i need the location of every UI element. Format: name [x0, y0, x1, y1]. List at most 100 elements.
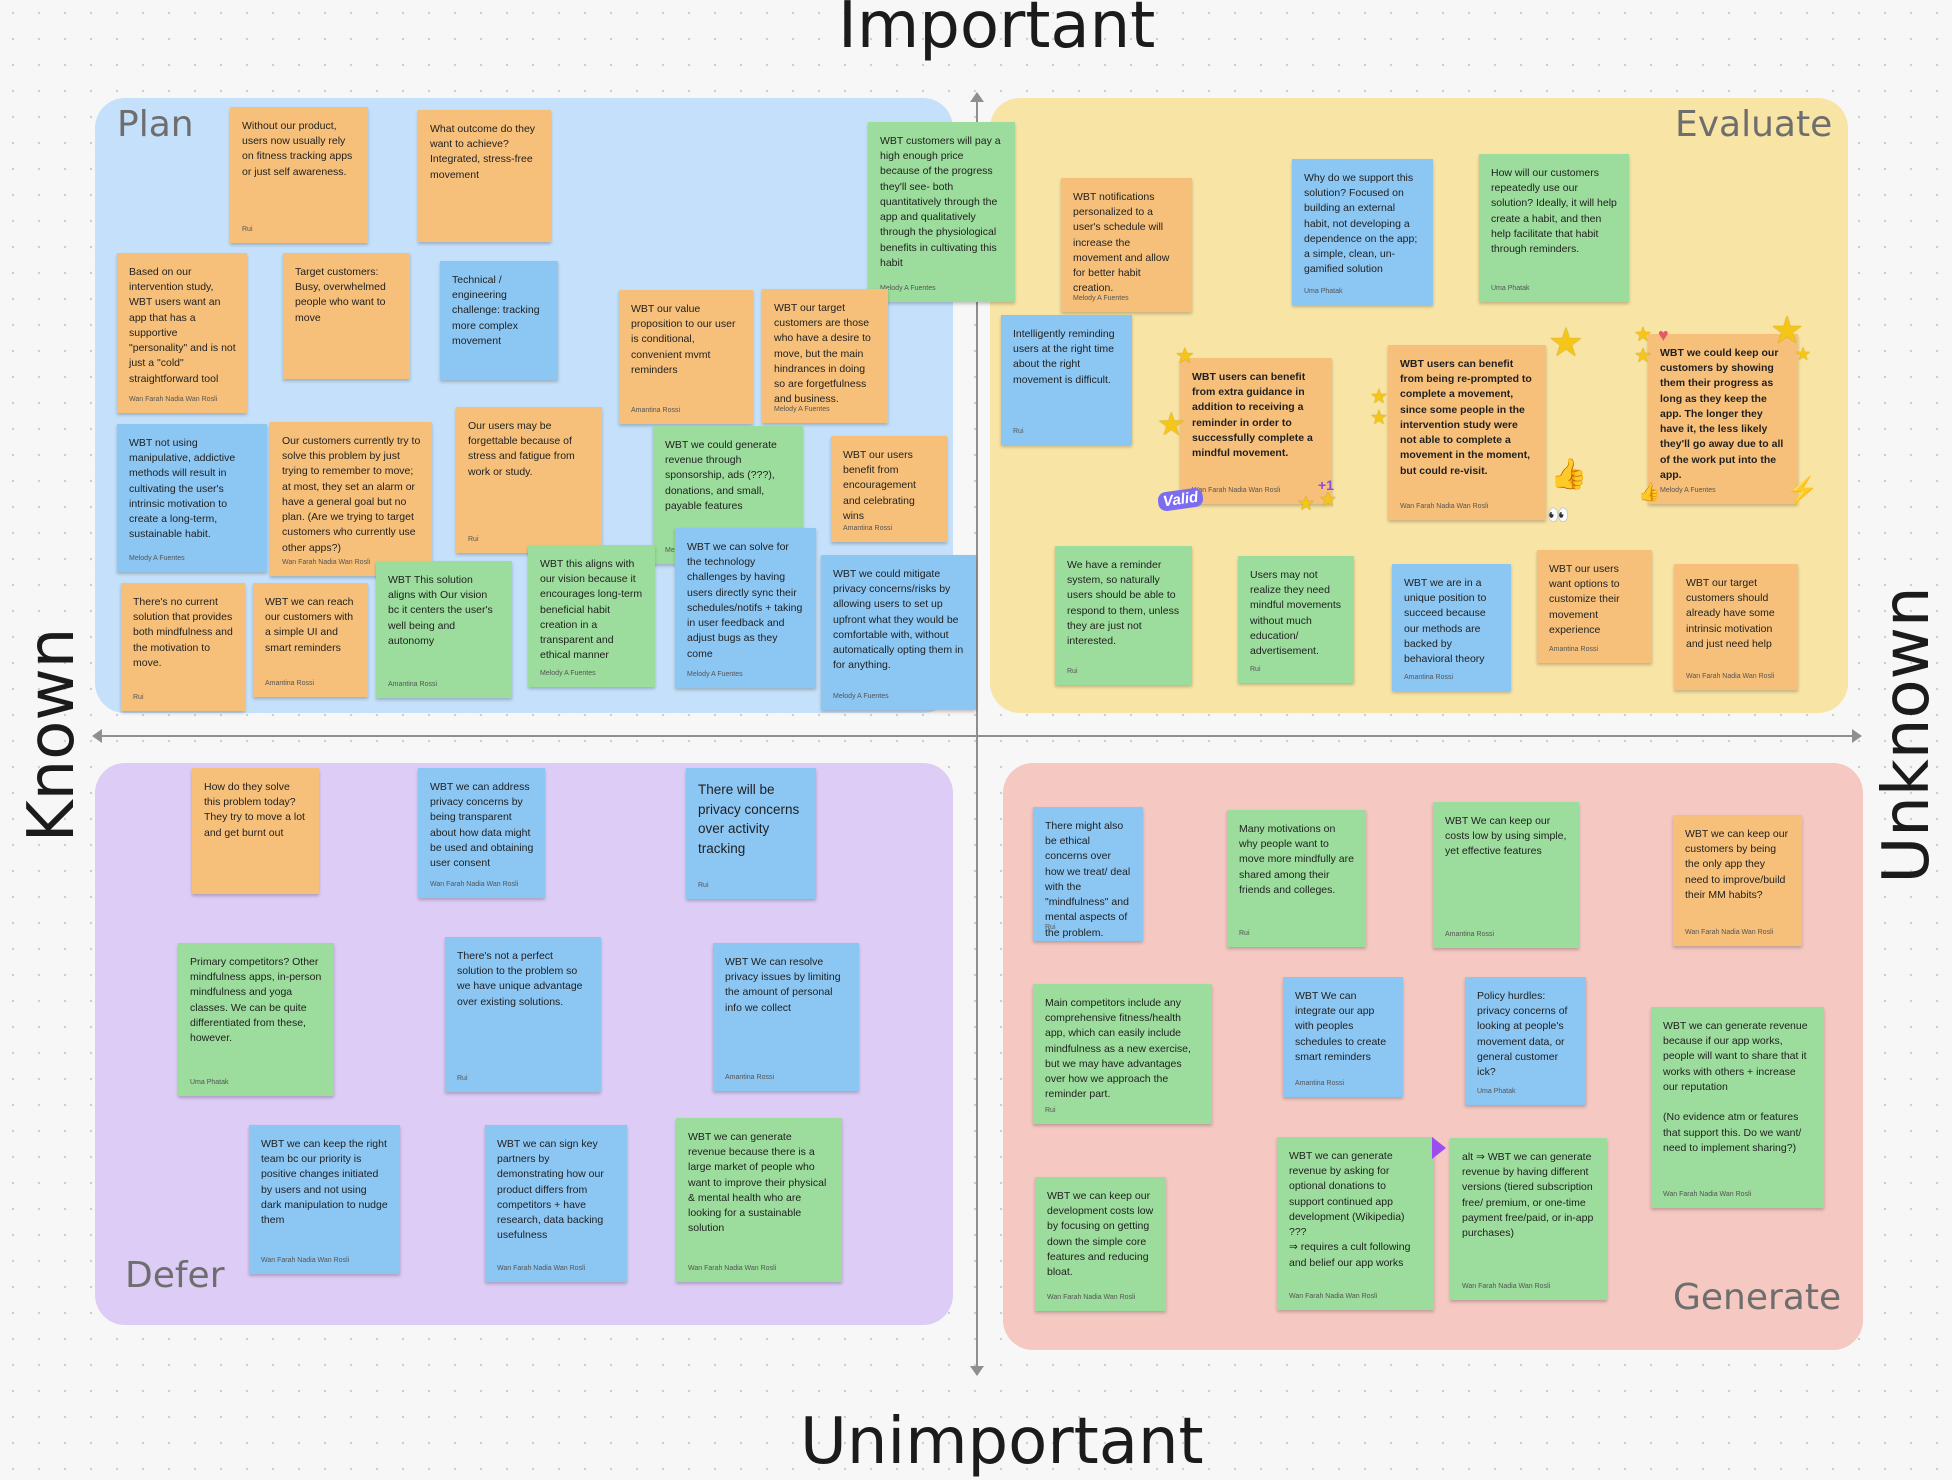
sticky-text: WBT we can reach our customers with a si…: [265, 596, 354, 654]
sticky-text: Why do we support this solution? Focused…: [1304, 172, 1418, 276]
star-sticker-icon[interactable]: ★: [1795, 344, 1812, 364]
sticky-text: WBT we can sign key partners by demonstr…: [497, 1138, 604, 1242]
section-label-generate[interactable]: Generate: [1673, 1277, 1842, 1318]
sticky-text: WBT not using manipulative, addictive me…: [129, 437, 236, 541]
star-sticker-icon[interactable]: ★: [1548, 321, 1584, 365]
sticky-note[interactable]: Users may not realize they need mindful …: [1238, 556, 1354, 683]
axis-label-unknown[interactable]: Unknown: [1870, 586, 1944, 884]
sticky-note[interactable]: We have a reminder system, so naturally …: [1055, 546, 1192, 685]
sticky-note[interactable]: WBT we can keep the right team bc our pr…: [249, 1125, 400, 1274]
sticky-note[interactable]: WBT we are in a unique position to succe…: [1392, 564, 1511, 691]
sticky-note[interactable]: WBT we can keep our customers by being t…: [1673, 815, 1802, 946]
sticky-note[interactable]: There might also be ethical concerns ove…: [1033, 807, 1143, 941]
sticky-note[interactable]: WBT we can keep our development costs lo…: [1035, 1177, 1166, 1311]
sticky-text: WBT users can benefit from extra guidanc…: [1192, 371, 1313, 460]
star-sticker-icon[interactable]: ★: [1634, 324, 1652, 346]
sticky-author: Amantina Rossi: [265, 679, 315, 687]
sticky-note[interactable]: WBT users can benefit from being re-prom…: [1388, 345, 1546, 520]
sticky-text: WBT We can keep our costs low by using s…: [1445, 815, 1567, 858]
sticky-note[interactable]: Many motivations on why people want to m…: [1227, 810, 1366, 947]
sticky-note[interactable]: Based on our intervention study, WBT use…: [117, 253, 247, 413]
sticky-note[interactable]: Intelligently reminding users at the rig…: [1001, 315, 1132, 445]
sticky-note[interactable]: Without our product, users now usually r…: [230, 107, 368, 243]
sticky-note[interactable]: WBT we can generate revenue by asking fo…: [1277, 1137, 1434, 1310]
sticky-text: WBT This solution aligns with Our vision…: [388, 574, 493, 647]
sticky-author: Rui: [1045, 1106, 1056, 1114]
sticky-note[interactable]: WBT we can solve for the technology chal…: [675, 528, 816, 688]
lightning-icon[interactable]: ⚡: [1786, 475, 1819, 505]
sticky-note[interactable]: There's no current solution that provide…: [121, 583, 245, 711]
star-sticker-icon[interactable]: ★: [1634, 345, 1652, 367]
sticky-note[interactable]: How do they solve this problem today? Th…: [192, 768, 319, 894]
sticky-note[interactable]: Main competitors include any comprehensi…: [1033, 984, 1212, 1124]
sticky-author: Amantina Rossi: [388, 680, 438, 688]
sticky-note[interactable]: WBT we can reach our customers with a si…: [253, 583, 368, 697]
sticky-note[interactable]: WBT We can keep our costs low by using s…: [1433, 802, 1579, 948]
star-sticker-icon[interactable]: ★: [1370, 386, 1388, 408]
sticky-note[interactable]: Policy hurdles: privacy concerns of look…: [1465, 977, 1586, 1105]
sticky-text: alt ⇒ WBT we can generate revenue by hav…: [1462, 1151, 1594, 1240]
sticky-text: WBT our value proposition to our user is…: [631, 303, 736, 376]
sticky-note[interactable]: WBT we can address privacy concerns by b…: [418, 768, 545, 898]
sticky-note[interactable]: Our users may be forgettable because of …: [456, 407, 602, 553]
heart-icon[interactable]: ♥: [1658, 325, 1669, 345]
sticky-text: Intelligently reminding users at the rig…: [1013, 328, 1115, 386]
sticky-note[interactable]: WBT customers will pay a high enough pri…: [868, 122, 1015, 302]
sticky-note[interactable]: How will our customers repeatedly use ou…: [1479, 154, 1629, 302]
sticky-note[interactable]: There will be privacy concerns over acti…: [686, 768, 816, 899]
sticky-text: WBT we can generate revenue by asking fo…: [1289, 1150, 1411, 1269]
sticky-note[interactable]: Why do we support this solution? Focused…: [1292, 159, 1433, 305]
sticky-note[interactable]: alt ⇒ WBT we can generate revenue by hav…: [1450, 1138, 1607, 1300]
plus-one-badge[interactable]: +1: [1318, 477, 1334, 493]
sticky-note[interactable]: WBT our value proposition to our user is…: [619, 290, 753, 424]
sticky-note[interactable]: WBT our users benefit from encouragement…: [831, 436, 947, 542]
sticky-author: Rui: [133, 693, 144, 701]
thumbs-up-icon[interactable]: 👍: [1550, 458, 1588, 491]
sticky-text: Primary competitors? Other mindfulness a…: [190, 956, 322, 1045]
sticky-text: WBT we can solve for the technology chal…: [687, 541, 803, 660]
sticky-note[interactable]: There's not a perfect solution to the pr…: [445, 937, 601, 1092]
star-sticker-icon[interactable]: ★: [1157, 406, 1186, 442]
sticky-text: Our customers currently try to solve thi…: [282, 435, 421, 554]
sticky-note[interactable]: WBT This solution aligns with Our vision…: [376, 561, 512, 698]
sticky-note[interactable]: WBT users can benefit from extra guidanc…: [1180, 358, 1332, 504]
axis-label-unimportant[interactable]: Unimportant: [800, 1405, 1204, 1479]
sticky-note[interactable]: WBT we can sign key partners by demonstr…: [485, 1125, 627, 1282]
star-sticker-icon[interactable]: ★: [1297, 493, 1315, 515]
star-sticker-icon[interactable]: ★: [1370, 407, 1388, 429]
sticky-author: Wan Farah Nadia Wan Rosli: [1462, 1282, 1551, 1290]
section-label-plan[interactable]: Plan: [117, 104, 194, 145]
sticky-note[interactable]: Technical / engineering challenge: track…: [440, 261, 558, 380]
thumbs-up-icon[interactable]: 👍: [1638, 482, 1661, 502]
axis-label-known[interactable]: Known: [15, 627, 89, 843]
sticky-note[interactable]: WBT our users want options to customize …: [1537, 550, 1652, 663]
sticky-note[interactable]: WBT We can integrate our app with people…: [1283, 977, 1403, 1097]
sticky-note[interactable]: WBT we can generate revenue because if o…: [1651, 1007, 1824, 1208]
sticky-text: WBT We can integrate our app with people…: [1295, 990, 1387, 1063]
axis-label-important[interactable]: Important: [838, 0, 1156, 63]
sticky-note[interactable]: WBT We can resolve privacy issues by lim…: [713, 943, 859, 1091]
sticky-note[interactable]: WBT not using manipulative, addictive me…: [117, 424, 267, 572]
sticky-note[interactable]: WBT we can generate revenue because ther…: [676, 1118, 842, 1282]
sticky-note[interactable]: What outcome do they want to achieve? In…: [418, 110, 551, 242]
sticky-note[interactable]: WBT we could mitigate privacy concerns/r…: [821, 555, 976, 710]
sticky-note[interactable]: WBT this aligns with our vision because …: [528, 545, 655, 687]
section-label-evaluate[interactable]: Evaluate: [1675, 104, 1833, 145]
star-sticker-icon[interactable]: ★: [1319, 489, 1337, 511]
sticky-note[interactable]: WBT notifications personalized to a user…: [1061, 178, 1192, 312]
sticky-note[interactable]: Primary competitors? Other mindfulness a…: [178, 943, 334, 1096]
section-label-defer[interactable]: Defer: [125, 1255, 225, 1296]
sticky-text: How will our customers repeatedly use ou…: [1491, 167, 1617, 256]
sticky-text: WBT our target customers are those who h…: [774, 302, 871, 406]
sticky-note[interactable]: Our customers currently try to solve thi…: [270, 422, 432, 576]
star-sticker-icon[interactable]: ★: [1770, 310, 1805, 352]
sticky-note[interactable]: WBT our target customers should already …: [1674, 564, 1798, 690]
sticky-author: Wan Farah Nadia Wan Rosli: [497, 1264, 586, 1272]
sticky-note[interactable]: WBT we could keep our customers by showi…: [1648, 334, 1798, 504]
sticky-note[interactable]: Target customers: Busy, overwhelmed peop…: [283, 253, 410, 379]
star-sticker-icon[interactable]: ★: [1175, 343, 1195, 368]
eyes-icon[interactable]: 👀: [1547, 505, 1570, 525]
sticky-note[interactable]: WBT our target customers are those who h…: [762, 289, 888, 423]
sticky-text: WBT we are in a unique position to succe…: [1404, 577, 1487, 666]
